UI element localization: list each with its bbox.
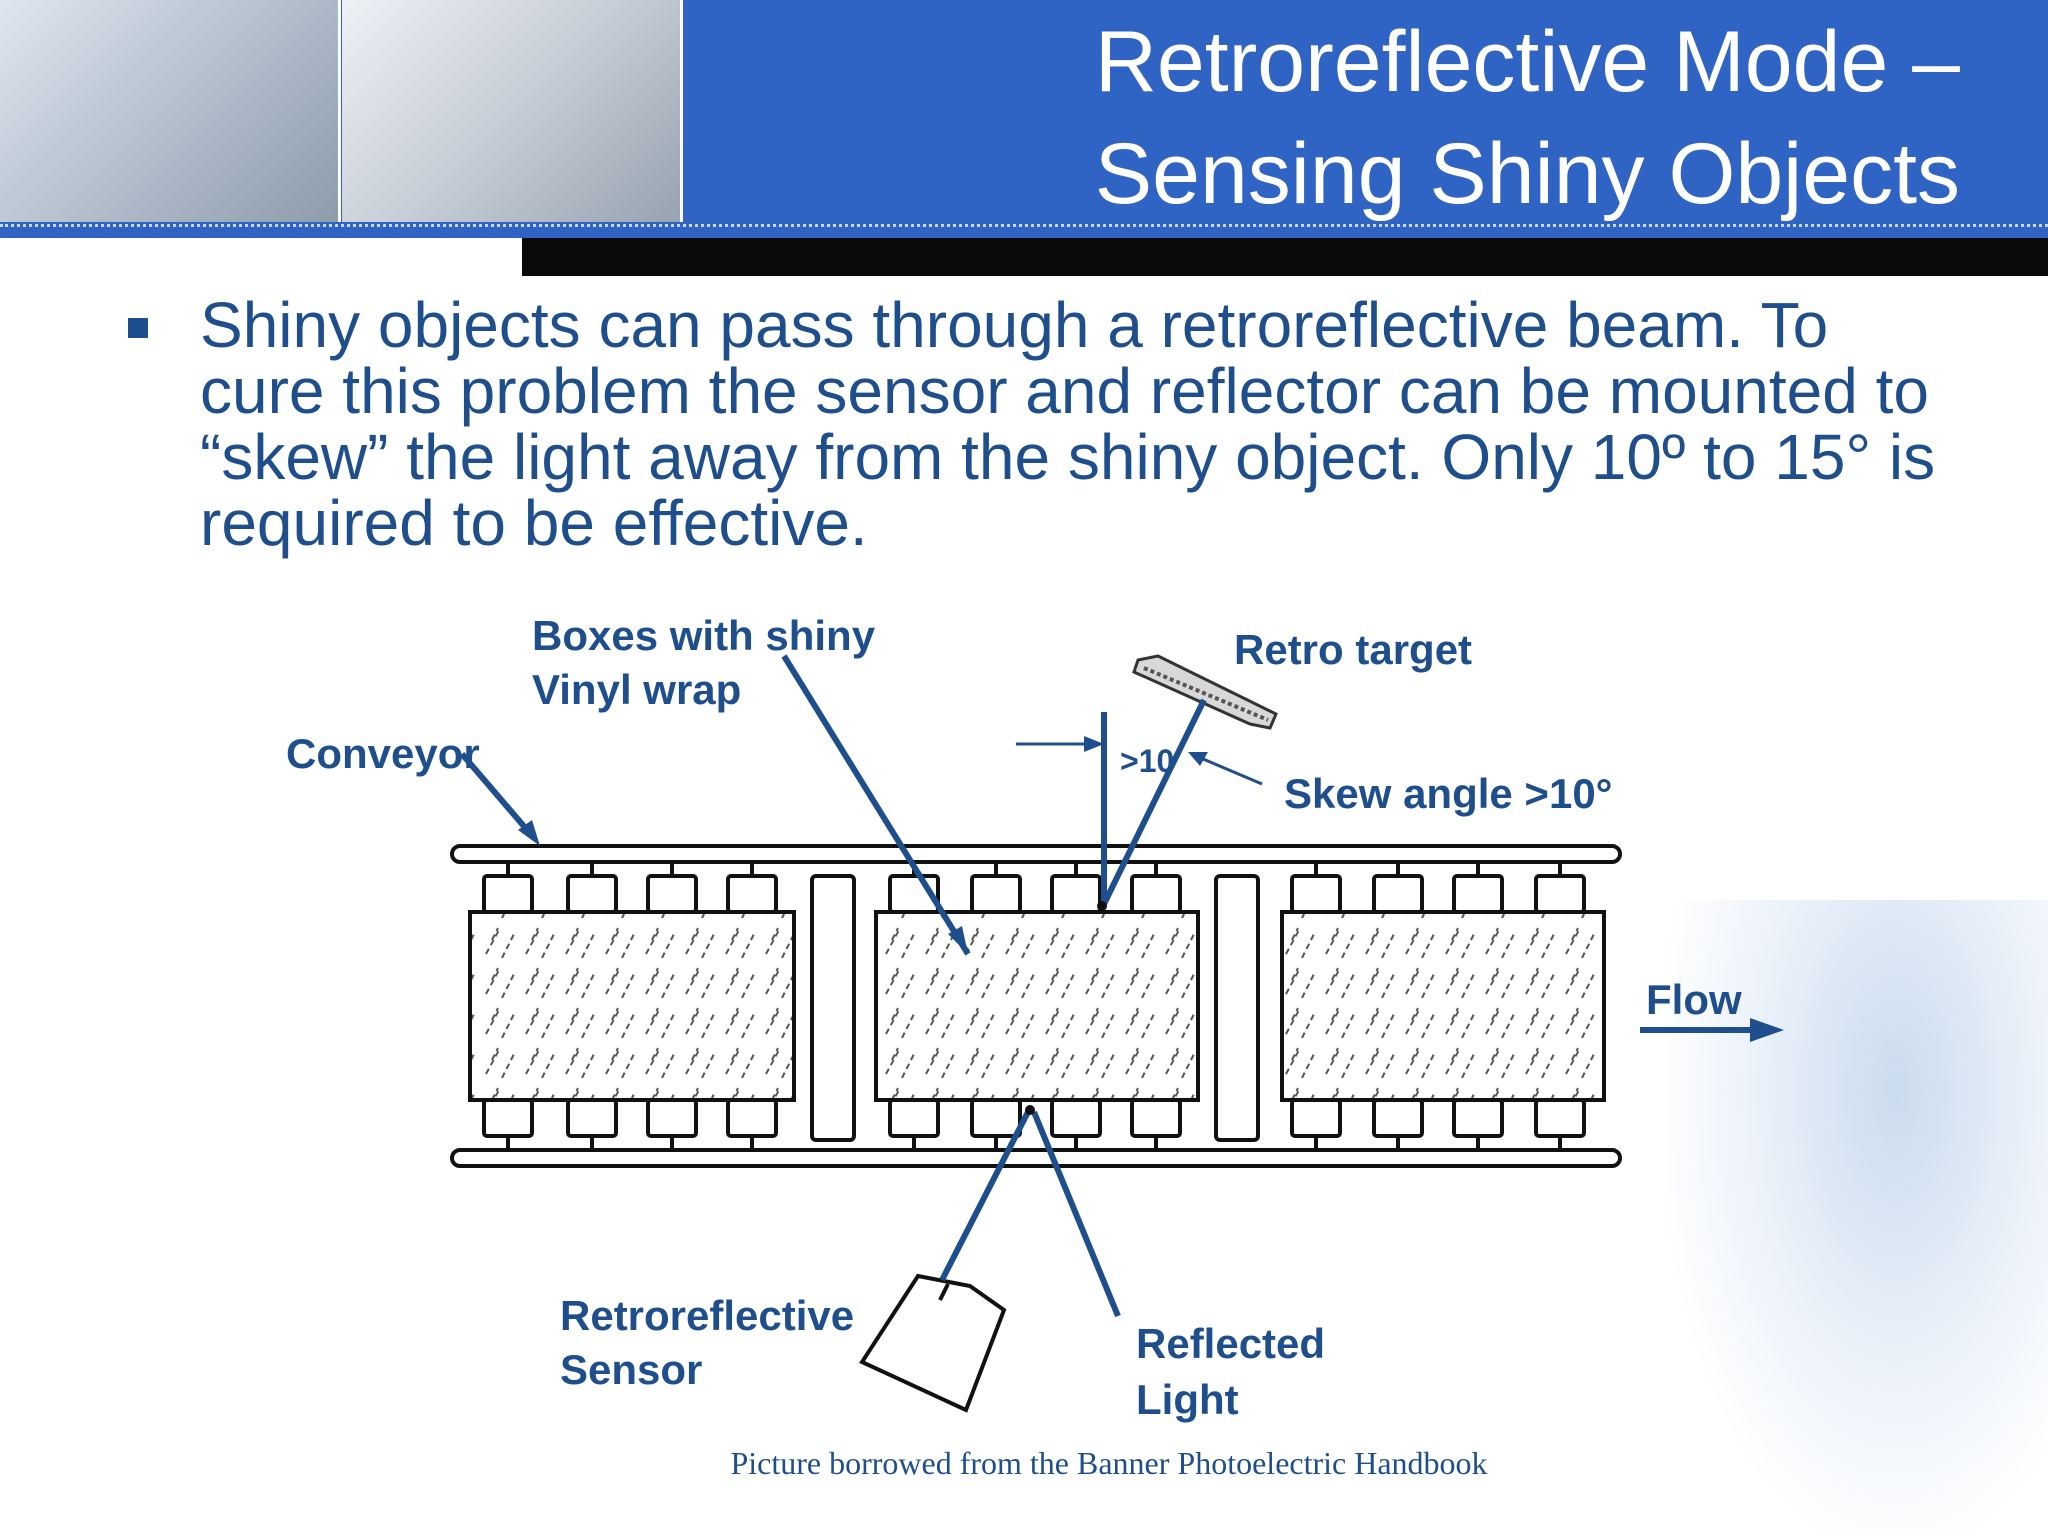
- label-boxes-line2: Vinyl wrap: [532, 666, 741, 713]
- shiny-box-3: [1280, 910, 1606, 1102]
- reflection-point-bottom: [1025, 1105, 1035, 1115]
- title-line-2: Sensing Shiny Objects: [1094, 126, 1960, 222]
- label-sensor-line1: Retroreflective: [560, 1292, 854, 1339]
- background-person-figure: [1668, 900, 2048, 1536]
- conveyor-top-rail: [450, 844, 1622, 864]
- plc-modules-photo: [342, 0, 683, 222]
- reflection-point-top: [1097, 901, 1107, 911]
- label-boxes-line1: Boxes with shiny: [532, 612, 876, 659]
- light-beam-lines: [939, 698, 1207, 1318]
- label-reflected-line1: Reflected: [1136, 1320, 1325, 1367]
- header-dark-strip: [522, 238, 2048, 276]
- bullet-square-icon: [128, 318, 148, 338]
- divider-roller-1: [810, 874, 856, 1142]
- retroreflective-sensor-icon: [859, 1273, 1007, 1413]
- flow-arrow-icon: [1750, 1018, 1784, 1042]
- plc-equipment-photo: [0, 0, 341, 222]
- label-conveyor: Conveyor: [286, 730, 480, 777]
- shiny-box-1: [468, 910, 796, 1102]
- annotation-pointers: [459, 654, 1752, 1033]
- label-skew-angle: Skew angle >10°: [1284, 770, 1612, 817]
- roller-stems: [506, 862, 1562, 1150]
- label-reflected-line2: Light: [1136, 1376, 1239, 1423]
- label-retro-target: Retro target: [1234, 626, 1472, 673]
- rollers-top: [482, 874, 1586, 914]
- image-caption: Picture borrowed from the Banner Photoel…: [730, 1445, 1488, 1481]
- header-bar: [0, 0, 2048, 238]
- slide-title: Retroreflective Mode – Sensing Shiny Obj…: [900, 6, 1960, 230]
- label-flow: Flow: [1646, 976, 1742, 1023]
- divider-roller-2: [1214, 874, 1260, 1142]
- header-dotted-line: [0, 224, 2048, 227]
- bullet-text: Shiny objects can pass through a retrore…: [200, 289, 1936, 559]
- arrowheads: [518, 736, 1784, 1042]
- label-angle-small: >10: [1120, 743, 1174, 779]
- label-sensor-line2: Sensor: [560, 1346, 702, 1393]
- shiny-box-2: [874, 910, 1200, 1102]
- retro-target-icon: [1132, 654, 1278, 730]
- title-line-1: Retroreflective Mode –: [1094, 14, 1960, 110]
- conveyor-bottom-rail: [450, 1148, 1622, 1168]
